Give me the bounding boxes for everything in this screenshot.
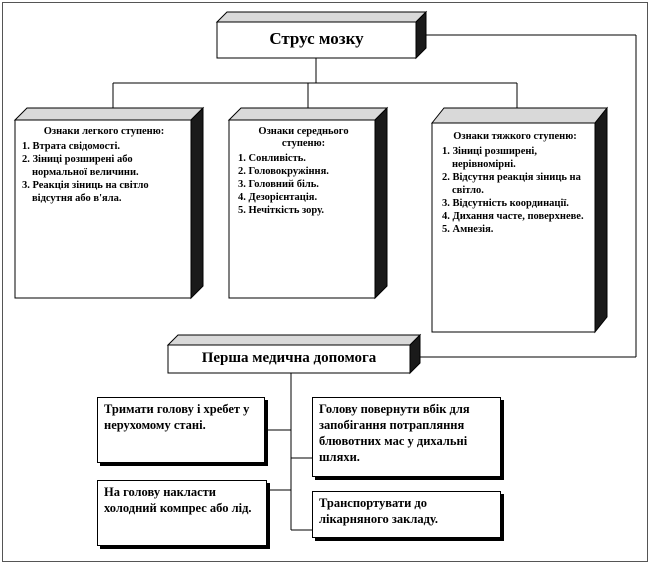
card-1-box-3d xyxy=(13,106,205,300)
list-item: 3. Реакція зіниць на світло відсутня або… xyxy=(22,180,149,204)
aid-box-cold-compress: На голову накласти холодний компрес або … xyxy=(97,480,267,546)
aid-box-transport: Транспортувати до лікарняного закладу. xyxy=(312,491,501,538)
card-severe-degree: Ознаки тяжкого ступеню: 1. Зіниці розшир… xyxy=(440,131,590,236)
list-item: 1. Сонливість. xyxy=(238,153,306,164)
card-3-box-3d xyxy=(430,106,609,334)
title-box-3d xyxy=(215,10,428,60)
aid-box-hold-head: Тримати голову і хребет у нерухомому ста… xyxy=(97,397,265,463)
list-item: 2. Відсутня реакція зіниць на світло. xyxy=(442,172,581,196)
diagram-title: Струс мозку xyxy=(269,29,364,48)
list-item: 3. Головний біль. xyxy=(238,179,319,190)
card-2-box-3d xyxy=(227,106,389,300)
card-heading: Ознаки середнього ступеню: xyxy=(258,126,349,149)
list-item: 4. Дихання часте, поверхневе. xyxy=(442,211,584,222)
list-item: 3. Відсутність координації. xyxy=(442,198,569,209)
card-heading: Ознаки легкого ступеню: xyxy=(43,126,165,137)
list-item: 1. Втрата свідомості. xyxy=(22,141,121,152)
card-medium-degree: Ознаки середнього ступеню: 1. Сонливість… xyxy=(236,126,371,217)
list-item: 2. Головокружіння. xyxy=(238,166,329,177)
aid-box-turn-head: Голову повернути вбік для запобігання по… xyxy=(312,397,501,477)
first-aid-box-3d xyxy=(166,333,422,375)
card-light-degree: Ознаки легкого ступеню: 1. Втрата свідом… xyxy=(20,126,188,205)
list-item: 4. Дезорієнтація. xyxy=(238,192,318,203)
list-item: 1. Зіниці розширені, нерівномірні. xyxy=(442,146,537,170)
list-item: 5. Амнезія. xyxy=(442,224,494,235)
first-aid-title: Перша медична допомога xyxy=(201,350,377,366)
list-item: 2. Зіниці розширені або нормальної велич… xyxy=(22,154,139,178)
card-heading: Ознаки тяжкого ступеню: xyxy=(453,131,577,142)
list-item: 5. Нечіткість зору. xyxy=(238,205,324,216)
